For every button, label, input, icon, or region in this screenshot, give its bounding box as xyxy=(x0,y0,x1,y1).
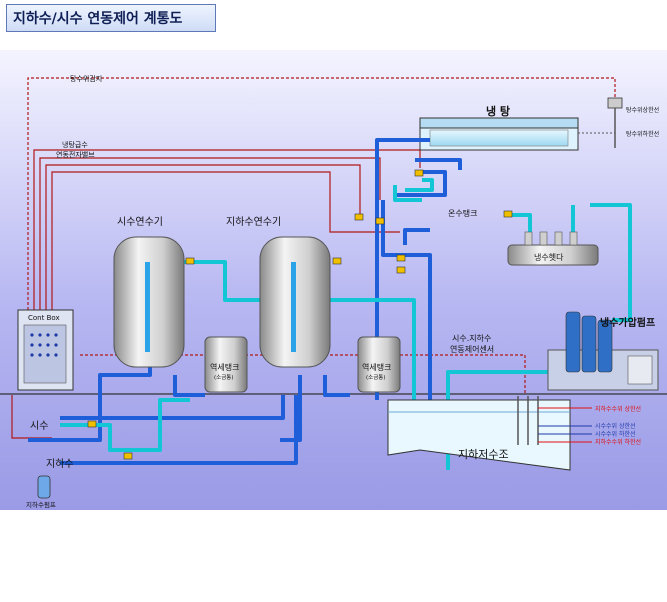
ground-salt-tank xyxy=(357,336,401,393)
booster-to-header-pipe xyxy=(590,203,632,322)
reservoir-label: 지하저수조 xyxy=(458,447,509,461)
header-label: 냉수헷다 xyxy=(534,252,564,262)
booster-pump-unit xyxy=(547,311,659,391)
ground-pump xyxy=(37,475,51,499)
ground-reservoir xyxy=(387,396,571,471)
reservoir-return-pipe xyxy=(381,200,432,415)
control-box-label: Cont Box xyxy=(28,314,60,322)
tang-level-sensor xyxy=(578,97,623,148)
cold-water-header xyxy=(507,231,599,266)
sensor-label-2: 연동제어센서 xyxy=(450,344,494,354)
city-softener-tank xyxy=(113,236,185,368)
tang-loop-pipe xyxy=(395,170,447,197)
ground-pump-label: 지하수펌프 xyxy=(26,500,56,509)
booster-label: 냉수가압펌프 xyxy=(600,316,655,329)
tang-level-wire xyxy=(27,77,616,310)
sensor-label-1: 시수.지하수 xyxy=(452,333,491,343)
tang-high-label: 탕수위상한선 xyxy=(626,106,659,114)
city-inlet-label: 시수 xyxy=(30,420,48,432)
salt-pipe-a xyxy=(173,375,205,397)
page-title: 지하수/시수 연동제어 계통도 xyxy=(6,4,216,32)
ground-salt-sub: (소금통) xyxy=(366,374,385,381)
ground-softener-label: 지하수연수기 xyxy=(226,215,281,228)
valve-wire-3 xyxy=(45,164,361,310)
softener-out-pipe xyxy=(183,260,416,410)
main-supply-pipe xyxy=(375,138,430,400)
level-label-2: 시수수위 상한선 xyxy=(595,422,636,430)
level-label-4: 지하수수위 하한선 xyxy=(595,438,641,446)
hot-tank-label: 온수탱크 xyxy=(448,208,477,218)
hot-tank-pipe xyxy=(405,178,434,192)
control-wires xyxy=(11,77,616,439)
ground-salt-label: 역세탱크 xyxy=(362,362,391,372)
header-feed-pipe xyxy=(510,213,532,240)
city-salt-label: 역세탱크 xyxy=(210,362,239,372)
city-softener-label: 시수연수기 xyxy=(117,216,163,228)
hot-loop-pipe xyxy=(393,185,422,202)
ground-line-pipe-a xyxy=(280,375,302,442)
valve-wire-2 xyxy=(39,157,381,310)
ground-softener-tank xyxy=(259,236,331,368)
bypass-pipe xyxy=(403,228,430,245)
ground-main-pipe xyxy=(60,395,298,465)
city-salt-tank xyxy=(204,336,248,393)
valves xyxy=(87,169,513,460)
tang-low-label: 탕수위하한선 xyxy=(626,130,659,138)
control-box xyxy=(17,309,74,391)
level-label-1: 지하수수위 상한선 xyxy=(595,405,641,413)
tang-feed-pipe xyxy=(415,158,462,170)
level-label-3: 시수수위 하한선 xyxy=(595,430,636,438)
valve-wire-4 xyxy=(51,171,400,310)
cold-tank xyxy=(419,117,579,151)
valve-label-2: 연동전자밸브 xyxy=(56,150,95,159)
tang-level-label: 탕수위감지 xyxy=(70,74,102,83)
ground-line-pipe-b xyxy=(60,395,285,420)
city-water-pipe xyxy=(60,398,190,452)
city-salt-sub: (소금통) xyxy=(214,374,233,381)
sensor-wire xyxy=(80,354,526,395)
cold-tank-label: 냉 탕 xyxy=(486,104,510,118)
ground-inlet-label: 지하수 xyxy=(46,457,74,470)
valve-label-1: 냉탕급수 xyxy=(62,140,88,149)
salt-pipe-b xyxy=(323,375,350,397)
level-lines xyxy=(538,407,592,443)
